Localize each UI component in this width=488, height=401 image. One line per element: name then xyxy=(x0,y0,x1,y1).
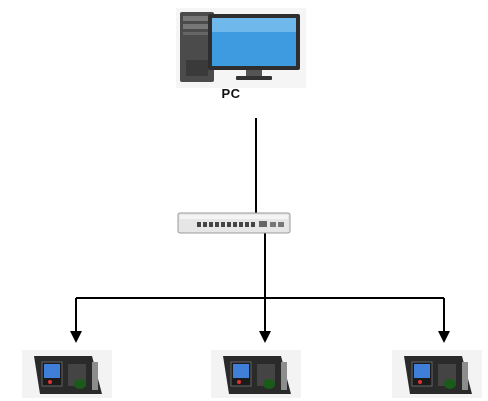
fingerprint-terminal-1 xyxy=(22,350,112,398)
desktop-computer-icon xyxy=(176,8,306,106)
arrow-head-3 xyxy=(438,331,450,343)
arrow-head-2 xyxy=(259,331,271,343)
pc-label: PC xyxy=(221,86,241,101)
fingerprint-terminal-3 xyxy=(392,350,482,398)
pc-node: PC xyxy=(176,8,306,106)
arrow-head-1 xyxy=(70,331,82,343)
network-switch-icon xyxy=(177,212,291,234)
fingerprint-terminal-2 xyxy=(211,350,301,398)
